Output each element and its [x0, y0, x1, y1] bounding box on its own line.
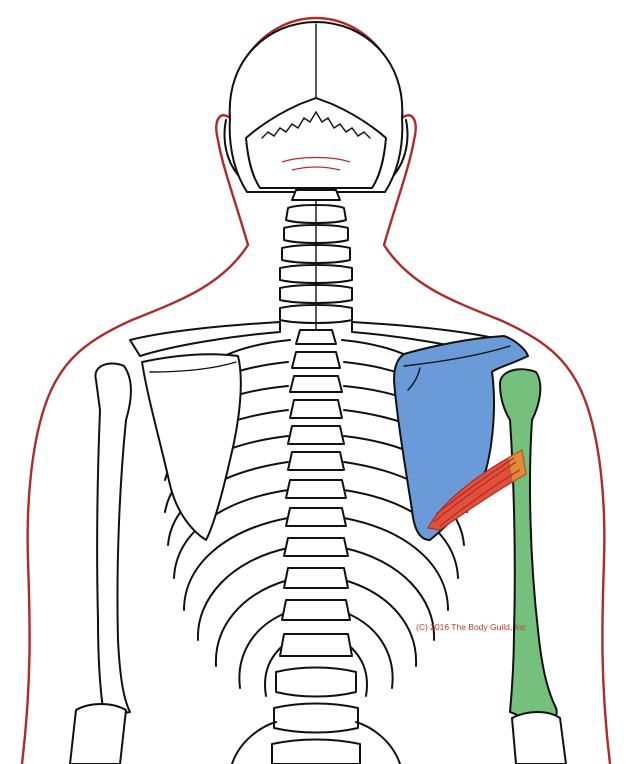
scapula-left-icon: [141, 353, 242, 541]
pelvis-icon: [231, 721, 401, 764]
scapula-right-icon: [393, 335, 529, 541]
cervical-spine-icon: [279, 189, 353, 331]
muscle-fibers-icon: [427, 449, 527, 531]
humerus-left-icon: [94, 362, 132, 717]
scapula-left-spine-icon: [149, 361, 237, 373]
scapula-right-spine-icon: [403, 345, 511, 367]
forearm-right-icon: [511, 711, 567, 764]
humerus-right-icon: [499, 368, 558, 725]
skull-icon: [223, 21, 409, 193]
clavicle-left-icon: [129, 321, 281, 357]
forearm-left-icon: [69, 703, 127, 764]
copyright-text: (C) 2016 The Body Guild, Inc: [416, 622, 526, 632]
thoracic-spine-icon: [271, 329, 361, 764]
